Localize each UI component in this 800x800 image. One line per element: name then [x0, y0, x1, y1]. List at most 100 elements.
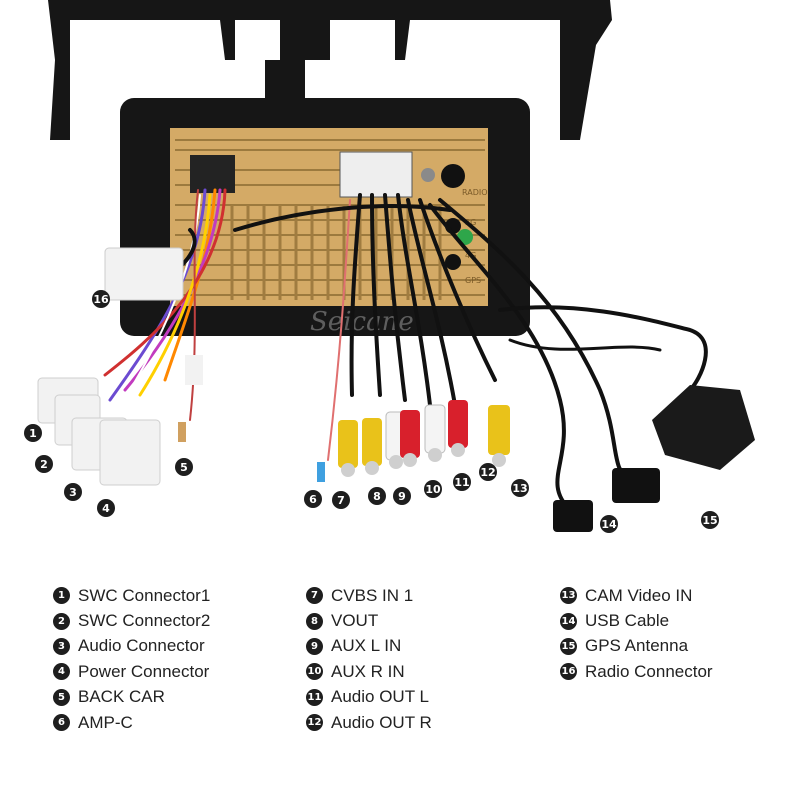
svg-text:11: 11: [454, 476, 469, 489]
legend-number: 9: [306, 637, 323, 655]
back-car-wire-end: [178, 422, 186, 442]
legend-label: AMP-C: [78, 712, 133, 732]
callout-badges: 16 1 2 3 4 5 6 7 8 9 10 11 12 13 14 15: [24, 290, 719, 533]
cable-bundle: [103, 188, 708, 512]
svg-text:8: 8: [373, 490, 381, 503]
legend-label: Radio Connector: [585, 661, 713, 681]
legend-label: AUX L IN: [331, 636, 402, 656]
legend-number: 15: [560, 637, 577, 655]
legend-label: SWC Connector2: [78, 611, 211, 631]
svg-text:4: 4: [102, 502, 110, 515]
svg-text:14: 14: [601, 518, 617, 531]
amp-c-wire-end: [317, 462, 325, 482]
callout-10: 10: [424, 480, 442, 498]
legend-column-2: 7 CVBS IN 1 8 VOUT 9 AUX L IN 10 AUX R IN 11…: [306, 583, 432, 735]
legend-label: SWC Connector1: [78, 585, 211, 605]
legend-label: Audio Connector: [78, 636, 205, 656]
legend-label: CVBS IN 1: [331, 585, 414, 605]
radio-connector: [104, 247, 184, 301]
legend-item: 6 AMP-C: [53, 710, 210, 735]
svg-text:7: 7: [337, 494, 345, 507]
callout-6: 6: [304, 490, 322, 508]
back-car-tag: [185, 355, 203, 385]
legend-label: Audio OUT R: [331, 712, 432, 732]
4g-port: [445, 254, 461, 270]
svg-text:12: 12: [480, 466, 495, 479]
svg-text:16: 16: [93, 293, 109, 306]
3g-port-label: 3G: [465, 218, 476, 227]
legend-label: CAM Video IN: [585, 585, 693, 605]
legend-column-3: 13 CAM Video IN 14 USB Cable 15 GPS Antenna…: [560, 583, 713, 685]
legend-label: AUX R IN: [331, 661, 405, 681]
legend-item: 9 AUX L IN: [306, 634, 432, 659]
legend-number: 8: [306, 612, 323, 630]
legend-item: 13 CAM Video IN: [560, 583, 713, 608]
svg-text:2: 2: [40, 458, 48, 471]
legend-item: 11 Audio OUT L: [306, 685, 432, 710]
callout-15: 15: [701, 511, 719, 529]
legend-item: 12 Audio OUT R: [306, 710, 432, 735]
callout-2: 2: [35, 455, 53, 473]
svg-text:5: 5: [180, 461, 188, 474]
legend-item: 2 SWC Connector2: [53, 608, 210, 633]
legend-number: 1: [53, 587, 70, 605]
legend-number: 16: [560, 663, 577, 681]
legend-item: 1 SWC Connector1: [53, 583, 210, 608]
svg-text:13: 13: [512, 482, 527, 495]
gps-port-label: GPS: [465, 276, 481, 285]
usb-plugs: [553, 468, 660, 532]
legend-number: 10: [306, 663, 323, 681]
callout-1: 1: [24, 424, 42, 442]
svg-text:1: 1: [29, 427, 37, 440]
radio-antenna-plug: [441, 164, 465, 188]
legend-number: 11: [306, 688, 323, 706]
callout-7: 7: [332, 491, 350, 509]
callout-9: 9: [393, 487, 411, 505]
legend-column-1: 1 SWC Connector1 2 SWC Connector2 3 Audio C…: [53, 583, 210, 735]
white-connectors: [37, 377, 161, 486]
callout-14: 14: [600, 515, 618, 533]
callout-13: 13: [511, 479, 529, 497]
svg-text:10: 10: [425, 483, 441, 496]
legend-label: USB Cable: [585, 611, 670, 631]
legend-item: 15 GPS Antenna: [560, 634, 713, 659]
product-photo: RADIO 3G 4G GPS Seicane: [24, 0, 755, 533]
rca-plugs: [338, 400, 510, 477]
legend-item: 14 USB Cable: [560, 608, 713, 633]
legend-label: Audio OUT L: [331, 687, 429, 707]
callout-12: 12: [479, 463, 497, 481]
gps-antenna: [652, 385, 755, 470]
legend-item: 3 Audio Connector: [53, 634, 210, 659]
legend-item: 8 VOUT: [306, 608, 432, 633]
legend-number: 13: [560, 587, 577, 605]
callout-8: 8: [368, 487, 386, 505]
legend-label: VOUT: [331, 611, 379, 631]
legend-item: 16 Radio Connector: [560, 659, 713, 684]
legend-item: 10 AUX R IN: [306, 659, 432, 684]
legend-number: 3: [53, 637, 70, 655]
callout-11: 11: [453, 473, 471, 491]
legend-number: 7: [306, 587, 323, 605]
legend-label: GPS Antenna: [585, 636, 689, 656]
svg-text:9: 9: [398, 490, 406, 503]
radio-antenna-port: [421, 168, 435, 182]
legend-item: 4 Power Connector: [53, 659, 210, 684]
callout-4: 4: [97, 499, 115, 517]
svg-text:3: 3: [69, 486, 77, 499]
legend-number: 12: [306, 714, 323, 732]
legend-number: 14: [560, 612, 577, 630]
callout-5: 5: [175, 458, 193, 476]
legend-number: 4: [53, 663, 70, 681]
radio-port-label: RADIO: [462, 188, 488, 197]
svg-text:15: 15: [702, 514, 717, 527]
legend-label: Power Connector: [78, 661, 210, 681]
wiring-harness-socket: [190, 155, 235, 193]
legend-number: 5: [53, 688, 70, 706]
legend-number: 2: [53, 612, 70, 630]
callout-16: 16: [92, 290, 110, 308]
legend-item: 7 CVBS IN 1: [306, 583, 432, 608]
svg-text:6: 6: [309, 493, 317, 506]
av-harness-socket: [339, 151, 413, 198]
legend-number: 6: [53, 714, 70, 732]
